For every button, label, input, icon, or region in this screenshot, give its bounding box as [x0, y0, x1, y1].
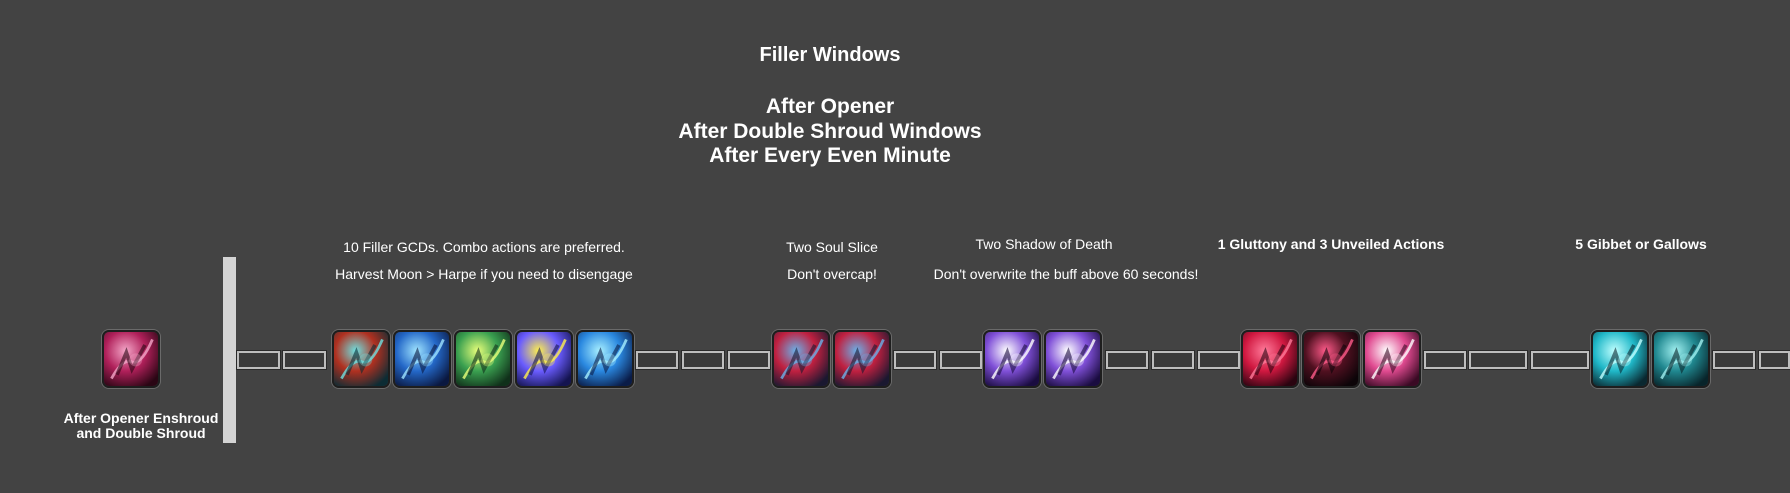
- timeline-segment: [1530, 350, 1590, 370]
- timeline-segment: [1197, 350, 1241, 370]
- shadow-of-death-icon-1: [983, 330, 1041, 388]
- timeline-segment: [236, 350, 281, 370]
- soul-slice-icon-1: [772, 330, 830, 388]
- filler-note-line-1: 10 Filler GCDs. Combo actions are prefer…: [343, 239, 625, 255]
- timeline-segment: [681, 350, 725, 370]
- filler-action-5-icon: [576, 330, 634, 388]
- timeline-segment: [635, 350, 679, 370]
- timeline-segment: [1151, 350, 1195, 370]
- unveiled-action-icon-2: [1363, 330, 1421, 388]
- section-divider: [223, 257, 236, 443]
- subtitle-after-double-shroud: After Double Shroud Windows: [678, 120, 982, 143]
- timeline-segment: [727, 350, 771, 370]
- gluttony-note: 1 Gluttony and 3 Unveiled Actions: [1217, 236, 1445, 252]
- soul-slice-icon-2: [833, 330, 891, 388]
- timeline-segment: [1105, 350, 1149, 370]
- filler-action-2-icon: [393, 330, 451, 388]
- shadow-note-line-2: Don't overwrite the buff above 60 second…: [933, 266, 1199, 282]
- subtitle-after-opener: After Opener: [765, 95, 895, 118]
- shadow-of-death-icon-2: [1044, 330, 1102, 388]
- subtitle-after-even-minute: After Every Even Minute: [709, 144, 951, 167]
- filler-action-1-icon: [332, 330, 390, 388]
- soul-slice-note-line-1: Two Soul Slice: [786, 239, 878, 255]
- gibbet-icon: [1591, 330, 1649, 388]
- timeline-segment: [1423, 350, 1467, 370]
- timeline-segment: [1468, 350, 1528, 370]
- start-caption-line-1: After Opener Enshroud: [63, 410, 219, 426]
- timeline-segment: [1758, 350, 1790, 370]
- filler-action-4-icon: [515, 330, 573, 388]
- filler-note-line-2: Harvest Moon > Harpe if you need to dise…: [335, 266, 633, 282]
- shadow-note-line-1: Two Shadow of Death: [975, 236, 1113, 252]
- start-caption: After Opener Enshroud and Double Shroud: [56, 411, 226, 441]
- page-title: Filler Windows: [759, 44, 901, 66]
- timeline-segment: [1712, 350, 1756, 370]
- timeline-segment: [282, 350, 327, 370]
- unveiled-action-icon-1: [1302, 330, 1360, 388]
- gibbet-note: 5 Gibbet or Gallows: [1575, 236, 1707, 252]
- gallows-icon: [1652, 330, 1710, 388]
- soul-slice-note-line-2: Don't overcap!: [787, 266, 877, 282]
- start-caption-line-2: and Double Shroud: [76, 425, 206, 441]
- timeline-segment: [893, 350, 937, 370]
- enshroud-icon: [102, 330, 160, 388]
- gluttony-icon: [1241, 330, 1299, 388]
- timeline-segment: [939, 350, 983, 370]
- filler-action-3-icon: [454, 330, 512, 388]
